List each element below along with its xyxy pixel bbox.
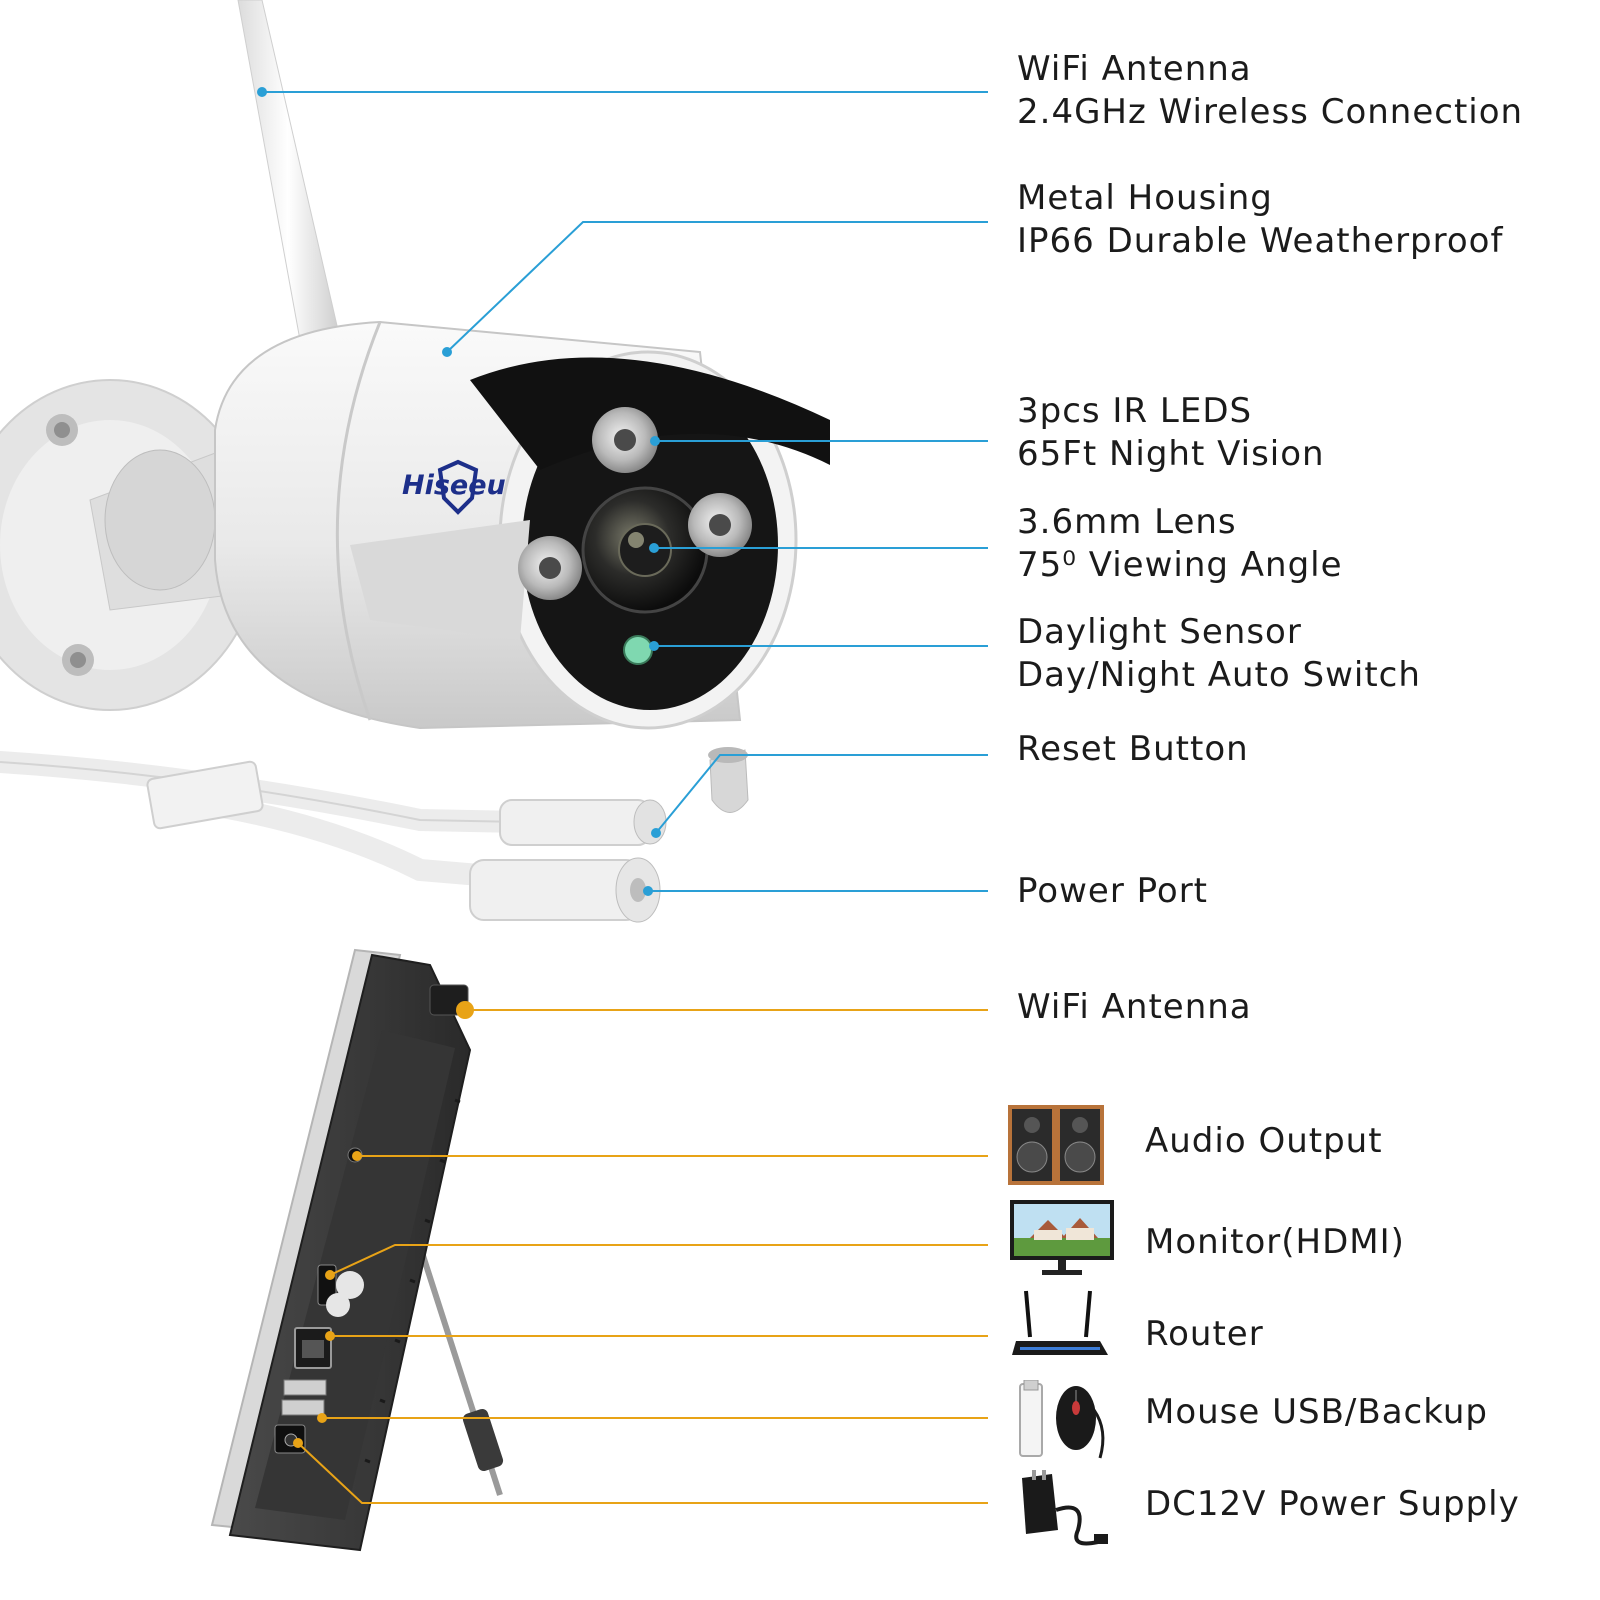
callout-metal-housing: Metal Housing IP66 Durable Weatherproof [1017,177,1503,263]
nvr-leader-dots [293,1005,471,1448]
camera-illustration [0,0,830,730]
nvr-leader-lines [297,1009,988,1504]
callout-subtitle: 75⁰ Viewing Angle [1017,545,1343,585]
callout-ir-leds: 3pcs IR LEDS 65Ft Night Vision [1017,390,1325,476]
callout-wifi-antenna: WiFi Antenna 2.4GHz Wireless Connection [1017,48,1523,134]
callout-monitor-hdmi: Monitor(HDMI) [1145,1222,1405,1262]
mouse-usb-icon [1019,1380,1105,1459]
router-icon [1012,1290,1108,1355]
callout-reset-button: Reset Button [1017,728,1249,771]
speakers-icon [1008,1105,1104,1185]
callout-daylight-sensor: Daylight Sensor Day/Night Auto Switch [1017,611,1421,697]
callout-dc-power: DC12V Power Supply [1145,1484,1520,1524]
callout-subtitle: Day/Night Auto Switch [1017,655,1421,695]
callout-subtitle: IP66 Durable Weatherproof [1017,221,1504,261]
callout-power-port: Power Port [1017,870,1208,913]
callout-title: 3.6mm Lens [1017,502,1237,542]
callout-audio-output: Audio Output [1145,1121,1383,1161]
callout-router: Router [1145,1314,1264,1354]
callout-subtitle: 2.4GHz Wireless Connection [1017,92,1524,132]
callout-subtitle: 65Ft Night Vision [1017,434,1325,474]
callout-title: 3pcs IR LEDS [1017,391,1253,431]
camera-cables [0,747,749,923]
callout-title: Reset Button [1017,729,1249,769]
camera-leader-dots [257,87,661,896]
brand-logo: Hiseeu [402,470,506,501]
camera-leader-lines [262,91,988,892]
callout-title: WiFi Antenna [1017,49,1252,89]
callout-nvr-wifi-antenna: WiFi Antenna [1017,987,1252,1027]
callout-mouse-usb: Mouse USB/Backup [1145,1392,1489,1432]
power-adapter-icon [1022,1470,1108,1546]
callout-lens: 3.6mm Lens 75⁰ Viewing Angle [1017,501,1343,587]
callout-title: Daylight Sensor [1017,612,1302,652]
callout-title: Power Port [1017,871,1209,911]
nvr-illustration [210,948,504,1552]
monitor-icon [1010,1200,1114,1275]
callout-title: Metal Housing [1017,178,1273,218]
